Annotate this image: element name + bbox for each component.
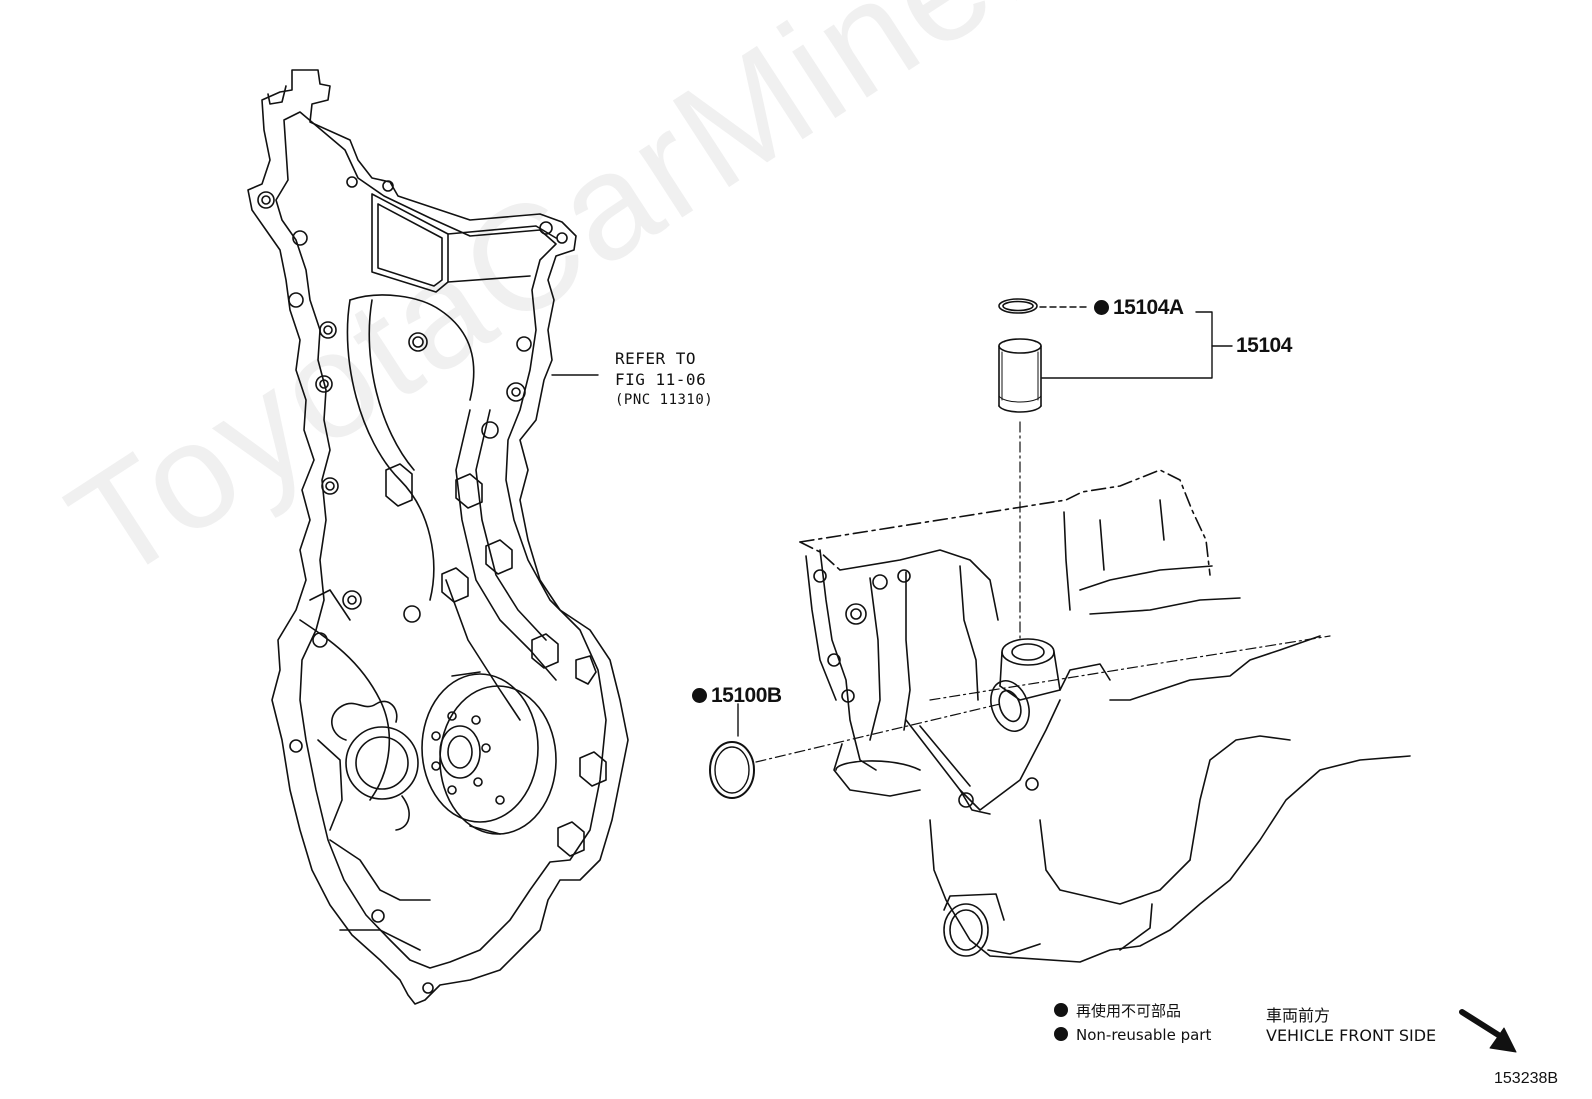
filter-element-15104 bbox=[998, 298, 1042, 413]
callout-15100B: 15100B bbox=[692, 684, 782, 708]
reference-line-3: (PNC 11310) bbox=[615, 392, 714, 408]
o-ring-install-line bbox=[755, 703, 1001, 763]
legend-non-reusable-en: Non-reusable part bbox=[1054, 1026, 1211, 1044]
reference-line-2: FIG 11-06 bbox=[615, 370, 707, 389]
legend-dot-icon bbox=[1054, 1003, 1068, 1017]
filter-leaders bbox=[1039, 306, 1233, 379]
bolt-bosses bbox=[257, 176, 607, 994]
cylinder-block-illustration bbox=[799, 469, 1411, 963]
legend-dot-icon bbox=[1054, 1027, 1068, 1041]
reference-note: REFER TO FIG 11-06 (PNC 11310) bbox=[615, 348, 713, 411]
reference-line-1: REFER TO bbox=[615, 349, 697, 368]
legend-front-en: VEHICLE FRONT SIDE bbox=[1266, 1026, 1437, 1045]
callout-15104: 15104 bbox=[1236, 334, 1292, 357]
o-ring-15100B bbox=[709, 741, 755, 799]
non-reusable-dot-icon bbox=[1094, 300, 1109, 315]
vehicle-front-arrow-icon bbox=[1459, 1009, 1517, 1053]
non-reusable-dot-icon bbox=[692, 688, 707, 703]
legend-front-jp: 車両前方 bbox=[1266, 1006, 1331, 1025]
figure-id: 153238B bbox=[1494, 1070, 1559, 1087]
timing-cover-illustration bbox=[247, 69, 629, 1005]
legend-non-reusable-jp: 再使用不可部品 bbox=[1054, 1000, 1181, 1021]
callout-15104A: 15104A bbox=[1094, 296, 1184, 320]
